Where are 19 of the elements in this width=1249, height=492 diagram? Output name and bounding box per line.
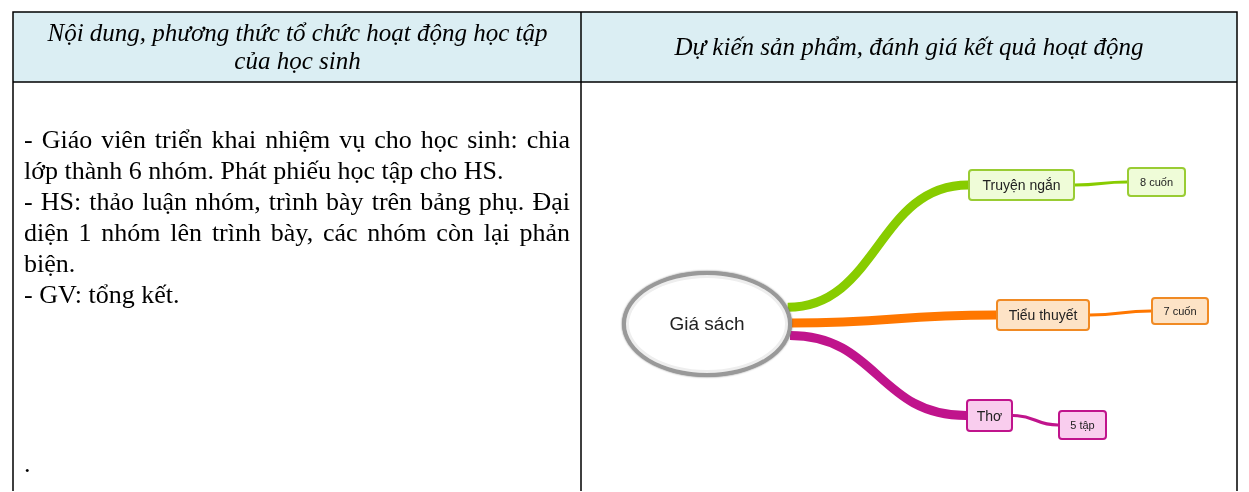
topic-box: Tiểu thuyết bbox=[996, 299, 1090, 331]
branch-line bbox=[789, 330, 967, 420]
paragraph: - HS: thảo luận nhóm, trình bày trên bảng phụ. Đại diện 1 nhóm lên trình bày, các nhóm còn lại phản biện. bbox=[24, 186, 570, 279]
branch-line bbox=[1012, 414, 1059, 427]
subtopic-box: 5 tập bbox=[1058, 410, 1107, 440]
topic-box: Truyện ngắn bbox=[968, 169, 1075, 201]
branch-line bbox=[1090, 309, 1151, 317]
topic-box: Thơ bbox=[966, 399, 1013, 432]
text-line: . bbox=[24, 448, 32, 479]
header-text: Dự kiến sản phẩm, đánh giá kết quả hoạt động bbox=[674, 33, 1144, 61]
subtopic-box: 8 cuốn bbox=[1127, 167, 1186, 197]
paragraph: - Giáo viên triển khai nhiệm vụ cho học sinh: chia lớp thành 6 nhóm. Phát phiếu học tập cho HS. bbox=[24, 124, 570, 186]
header-text: Nội dung, phương thức tổ chức hoạt động học tập của học sinh bbox=[46, 19, 549, 75]
branch-line bbox=[1075, 180, 1127, 187]
branch-line bbox=[787, 180, 969, 312]
subtopic-box: 7 cuốn bbox=[1151, 297, 1209, 325]
paragraph: - GV: tổng kết. bbox=[24, 279, 181, 310]
central-ellipse: Giá sách bbox=[622, 271, 792, 377]
branch-line bbox=[791, 310, 997, 328]
